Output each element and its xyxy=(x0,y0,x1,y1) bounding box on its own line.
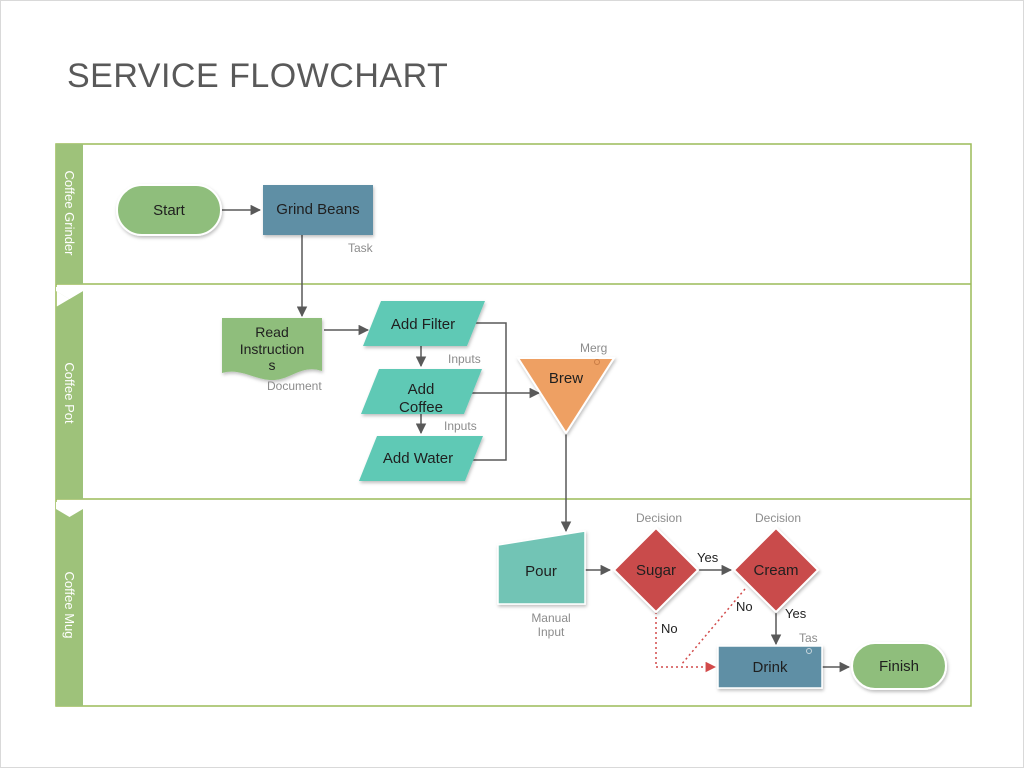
caption-inputs-1: Inputs xyxy=(448,352,481,366)
add-water-input[interactable]: Add Water xyxy=(359,436,483,481)
caption-task-2: Tas xyxy=(799,631,818,645)
caption-task: Task xyxy=(348,241,374,255)
read-instructions-line-3: s xyxy=(269,357,276,373)
start-terminator[interactable]: Start xyxy=(116,184,222,236)
drink-task[interactable]: Drink xyxy=(717,645,823,689)
cream-label: Cream xyxy=(753,562,798,579)
drink-label: Drink xyxy=(752,659,788,676)
brew-label: Brew xyxy=(549,370,583,387)
connector-sugar-no xyxy=(655,612,717,673)
shape-captions: Task Document Inputs Inputs Merg Manual … xyxy=(267,241,818,645)
caption-inputs-2: Inputs xyxy=(444,419,477,433)
grind-beans-task[interactable]: Grind Beans xyxy=(263,185,373,235)
edge-label-cream-yes: Yes xyxy=(785,606,807,621)
connector-filter-brew xyxy=(474,322,507,393)
caption-manual-input-2: Input xyxy=(538,625,565,639)
add-coffee-input[interactable]: Add Coffee xyxy=(361,369,482,416)
caption-decision-2: Decision xyxy=(755,511,801,525)
caption-decision-1: Decision xyxy=(636,511,682,525)
caption-document: Document xyxy=(267,379,322,393)
read-instructions-line-2: Instruction xyxy=(240,341,305,357)
finish-label: Finish xyxy=(879,658,919,675)
add-filter-label: Add Filter xyxy=(391,316,455,333)
pour-label: Pour xyxy=(525,563,557,580)
read-instructions-document[interactable]: Read Instruction s xyxy=(222,318,322,381)
add-coffee-line-2: Coffee xyxy=(399,399,443,416)
caption-merge: Merg xyxy=(580,341,607,355)
sugar-label: Sugar xyxy=(636,562,676,579)
finish-terminator[interactable]: Finish xyxy=(851,642,947,690)
lane-label-pot: Coffee Pot xyxy=(62,362,77,424)
connector-cream-no xyxy=(680,588,746,666)
lane-label-mug: Coffee Mug xyxy=(62,572,77,639)
no-path-connectors xyxy=(655,588,746,673)
caption-manual-input-1: Manual xyxy=(531,611,570,625)
edge-labels: Yes No Yes No xyxy=(661,550,807,636)
edge-label-sugar-no: No xyxy=(661,621,678,636)
add-water-label: Add Water xyxy=(383,450,453,467)
read-instructions-line-1: Read xyxy=(255,324,288,340)
connectors xyxy=(221,204,851,673)
add-filter-input[interactable]: Add Filter xyxy=(363,301,485,346)
swimlane-pool: Coffee Grinder Coffee Pot Coffee Mug xyxy=(55,143,972,707)
add-coffee-line-1: Add xyxy=(408,381,435,398)
task-connection-point xyxy=(806,648,812,654)
start-label: Start xyxy=(153,202,186,219)
edge-label-sugar-yes: Yes xyxy=(697,550,719,565)
connector-water-brew xyxy=(466,393,507,461)
lane-header-grinder xyxy=(56,144,83,284)
edge-label-cream-no: No xyxy=(736,599,753,614)
merge-connection-point xyxy=(594,359,600,365)
cream-decision[interactable]: Cream xyxy=(732,526,820,614)
lane-label-grinder: Coffee Grinder xyxy=(62,170,77,256)
lane-header-mug xyxy=(56,502,83,706)
pour-manual-input[interactable]: Pour xyxy=(497,530,586,605)
sugar-decision[interactable]: Sugar xyxy=(612,526,700,614)
brew-merge[interactable]: Brew xyxy=(516,357,616,435)
lane-header-pot xyxy=(56,287,83,499)
page-title: SERVICE FLOWCHART xyxy=(67,57,449,95)
grind-beans-label: Grind Beans xyxy=(276,201,359,218)
